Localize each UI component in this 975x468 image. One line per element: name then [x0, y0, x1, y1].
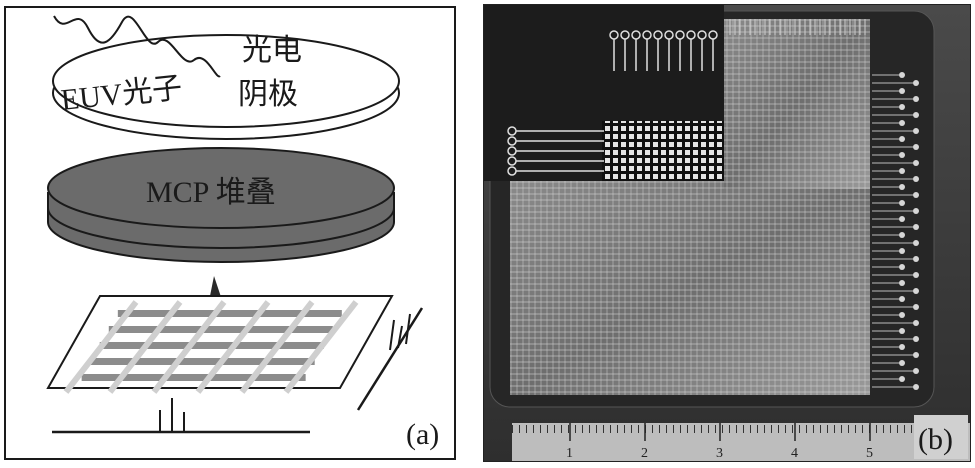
- ruler-tick-label: 3: [716, 446, 723, 461]
- strip-grid-upper-lines: [724, 19, 870, 189]
- right-bond-pad: [899, 136, 905, 142]
- ruler-tick-label: 4: [791, 446, 798, 461]
- right-bond-pad: [899, 296, 905, 302]
- right-bond-pad: [913, 256, 919, 262]
- ruler-tick-label: 2: [641, 446, 648, 461]
- right-bond-pad: [913, 368, 919, 374]
- right-bond-pad: [899, 280, 905, 286]
- mcp-label: MCP 堆叠: [146, 176, 276, 209]
- zoom-inset-grid: [602, 121, 724, 181]
- right-bond-pad: [899, 232, 905, 238]
- right-bond-pad: [913, 304, 919, 310]
- right-bond-pad: [913, 80, 919, 86]
- right-bond-pad: [899, 216, 905, 222]
- right-bond-pad: [913, 240, 919, 246]
- right-bond-pad: [899, 376, 905, 382]
- right-bond-pad: [899, 264, 905, 270]
- right-bond-pad: [899, 312, 905, 318]
- anode-strip-horizontal: [109, 326, 333, 333]
- right-bond-pad: [899, 104, 905, 110]
- right-bond-pad: [913, 160, 919, 166]
- right-bond-pad: [913, 272, 919, 278]
- right-bond-pad: [899, 248, 905, 254]
- anode-strip-horizontal: [91, 358, 315, 365]
- right-bond-pad: [913, 224, 919, 230]
- right-bond-pad: [899, 152, 905, 158]
- right-bond-pad: [913, 144, 919, 150]
- right-bond-pad: [913, 288, 919, 294]
- schematic-svg: EUV光子 光电 阴极 MCP 堆叠 (a): [6, 8, 454, 458]
- right-bond-pad: [899, 88, 905, 94]
- right-bond-pad: [913, 336, 919, 342]
- right-bond-pad: [913, 112, 919, 118]
- right-bond-pad: [899, 328, 905, 334]
- right-bond-pad: [899, 200, 905, 206]
- right-bond-pad: [913, 352, 919, 358]
- right-bond-pad: [913, 128, 919, 134]
- bottom-signal-pulses: [160, 398, 184, 432]
- ruler-tick-label: 5: [866, 446, 873, 461]
- right-bond-pad: [899, 72, 905, 78]
- anode-strip-horizontal: [100, 342, 324, 349]
- right-bond-pad: [913, 208, 919, 214]
- right-bond-pad: [913, 192, 919, 198]
- right-bond-pad: [899, 344, 905, 350]
- photo-svg: 123456 (b): [484, 5, 971, 462]
- right-bond-pad: [913, 176, 919, 182]
- right-bond-pad: [913, 320, 919, 326]
- right-bond-pad: [899, 360, 905, 366]
- right-bond-pad: [913, 384, 919, 390]
- strip-grid-lower-lines: [510, 181, 870, 395]
- right-bond-pad: [899, 184, 905, 190]
- photocathode-label-line2: 阴极: [238, 78, 298, 111]
- right-bond-pad: [913, 96, 919, 102]
- panel-a-schematic: EUV光子 光电 阴极 MCP 堆叠 (a): [4, 6, 456, 460]
- panel-b-label: (b): [918, 423, 953, 456]
- right-bond-pad: [899, 120, 905, 126]
- ruler-tick-label: 1: [566, 446, 573, 461]
- right-bond-pad: [899, 168, 905, 174]
- anode-strip-horizontal: [82, 374, 306, 381]
- photocathode-label-line1: 光电: [242, 34, 302, 67]
- ruler-minor-ticks: [512, 423, 971, 433]
- panel-b-photo: 123456 (b): [483, 4, 971, 462]
- panel-a-label: (a): [406, 418, 439, 451]
